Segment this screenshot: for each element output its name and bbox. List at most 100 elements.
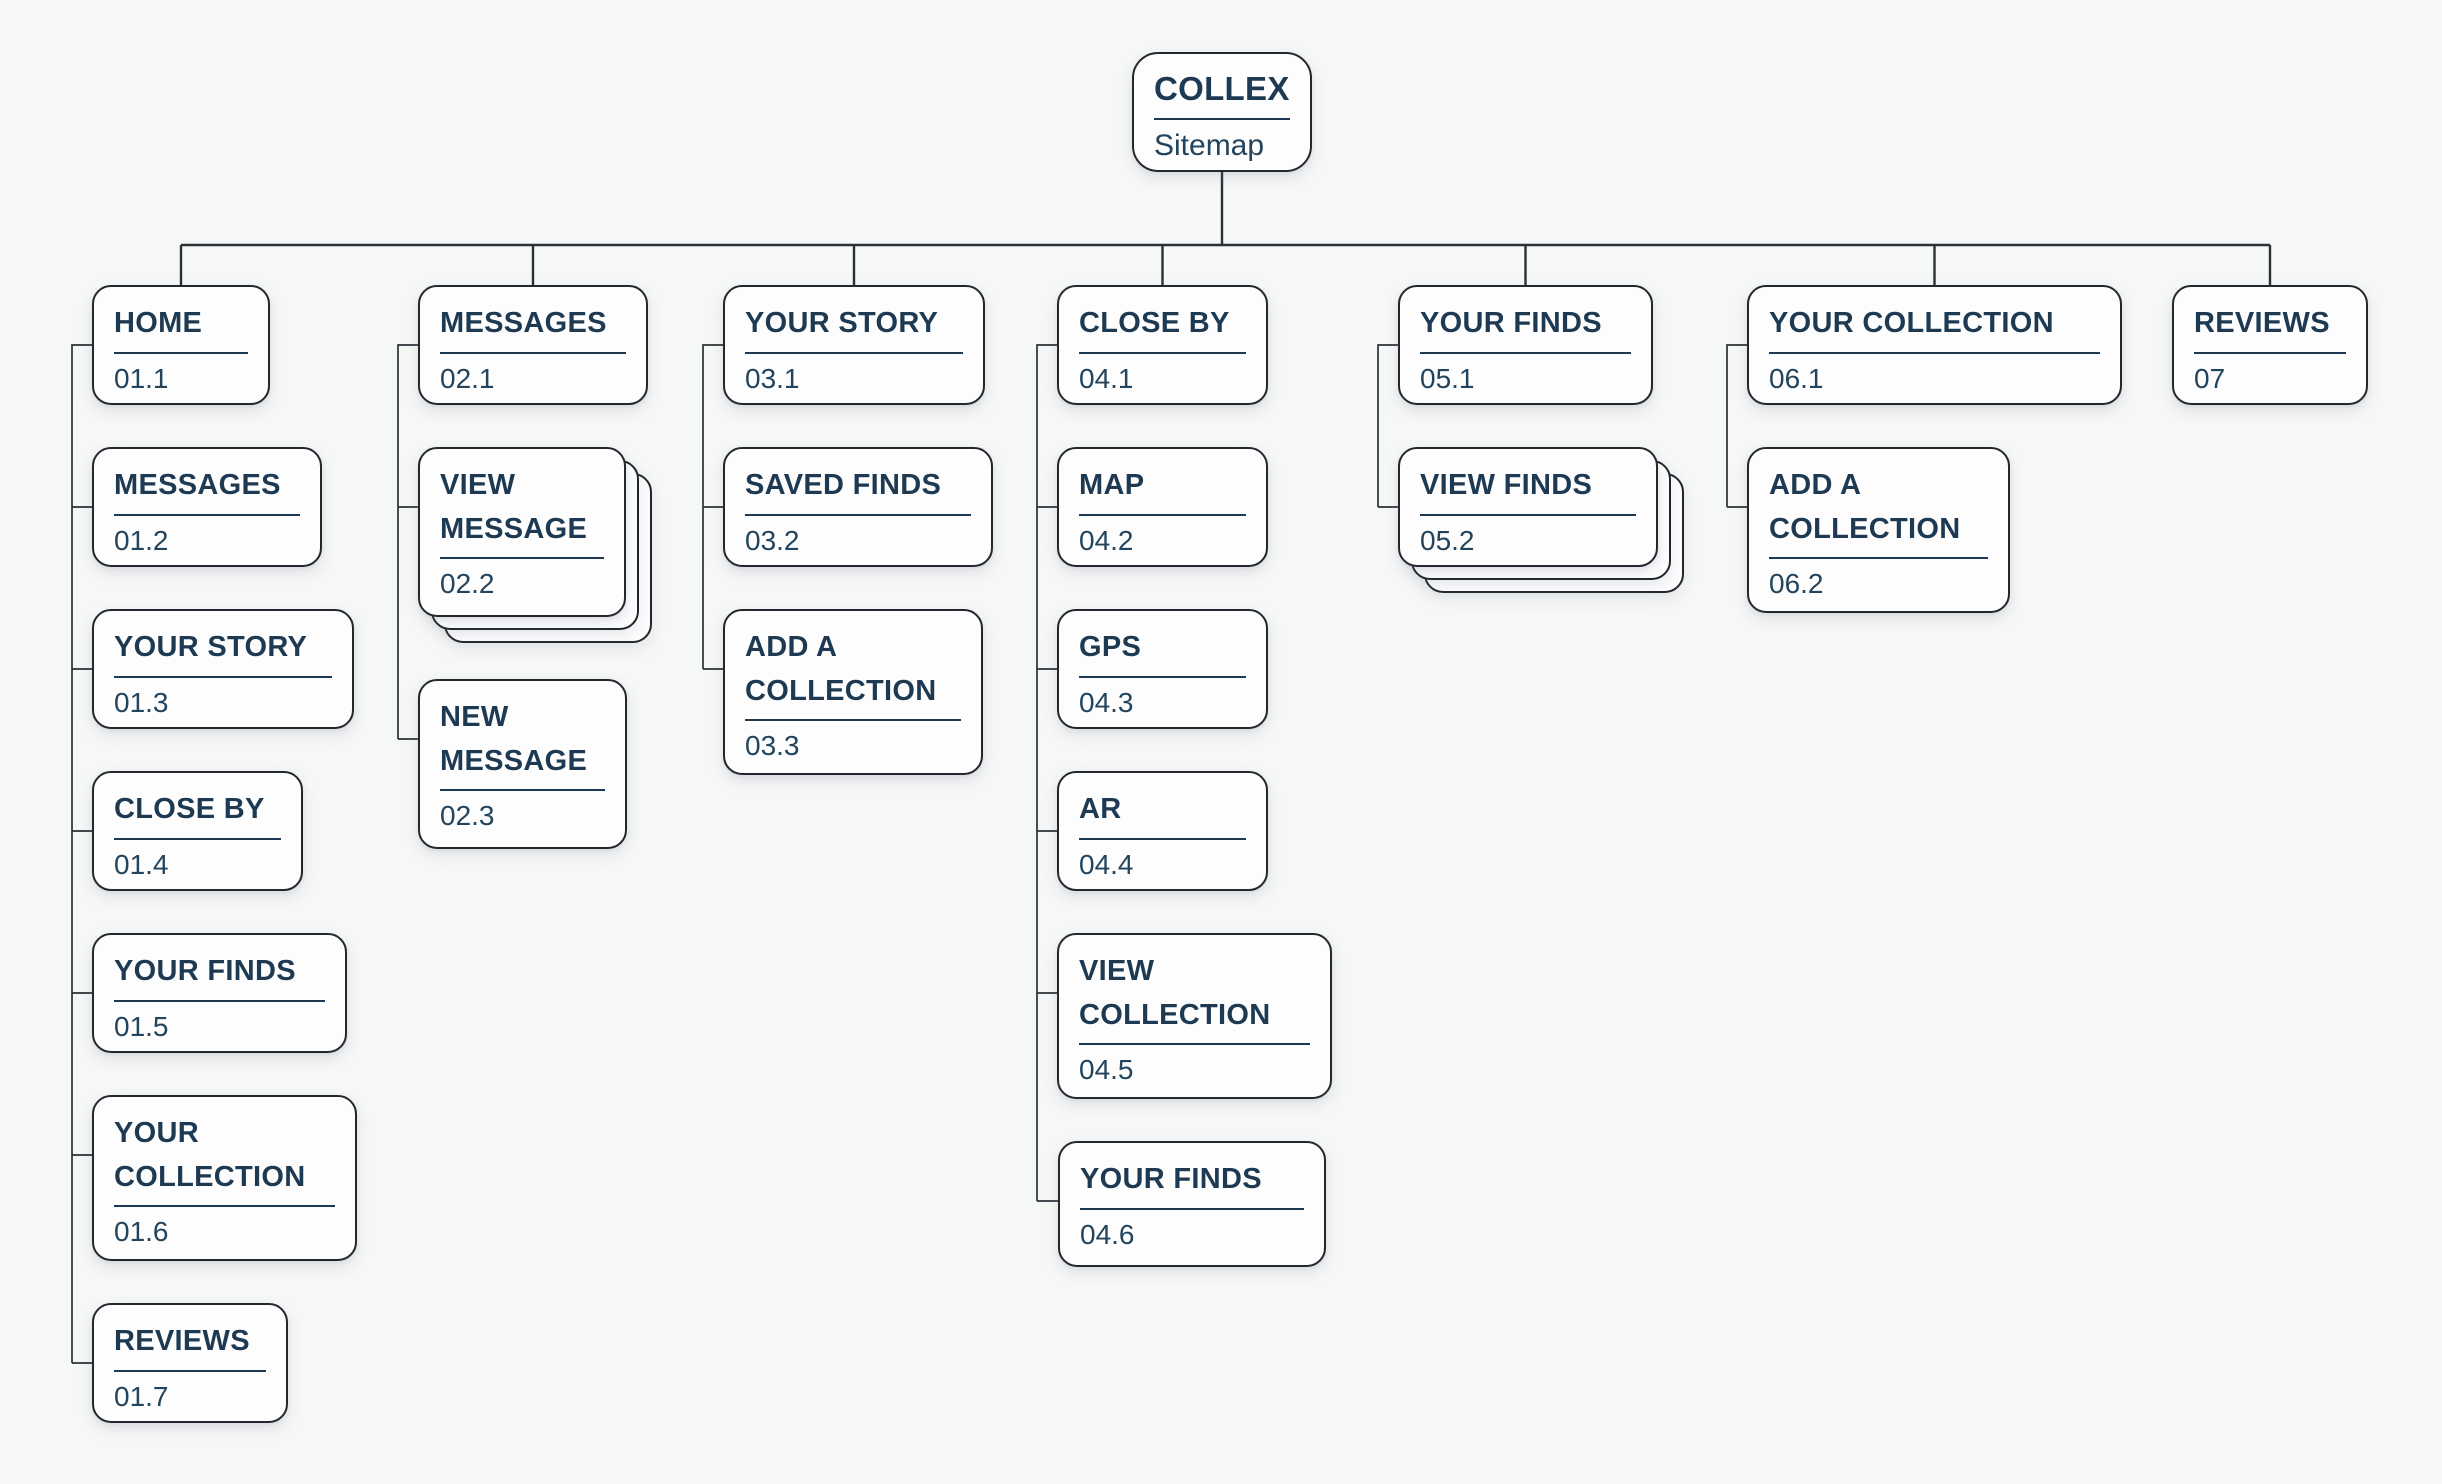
node-title: YOUR COLLECTION [1769,307,2054,339]
node-title: VIEW MESSAGE [440,469,588,545]
title-underline [2194,351,2346,354]
node-card-01-1[interactable]: HOME 01.1 [92,285,270,405]
node-title: GPS [1079,631,1142,663]
node-card-01-2[interactable]: MESSAGES 01.2 [92,447,322,567]
title-underline [114,999,325,1002]
node-code: 01.5 [114,1010,169,1042]
node-card-04-6[interactable]: YOUR FINDS 04.6 [1058,1141,1326,1267]
node-card-01-7[interactable]: REVIEWS 01.7 [92,1303,288,1423]
node-code: 04.1 [1079,362,1134,394]
node-card-07[interactable]: REVIEWS 07 [2172,285,2368,405]
node-card-03-3[interactable]: ADD A COLLECTION 03.3 [723,609,983,775]
node-title: YOUR FINDS [114,955,296,987]
title-underline [114,675,332,678]
title-underline [114,837,281,840]
node-code: 01.4 [114,848,169,880]
title-underline [1769,557,1988,559]
title-underline [1079,837,1246,840]
node-title: SAVED FINDS [745,469,942,501]
node-code: 04.5 [1079,1054,1134,1085]
title-underline [1420,351,1631,354]
title-underline [1080,1207,1304,1210]
title-underline [114,513,300,516]
title-underline [1079,675,1246,678]
node-title: REVIEWS [114,1325,250,1357]
node-card-01-4[interactable]: CLOSE BY 01.4 [92,771,303,891]
node-code: 07 [2194,362,2226,394]
node-title: YOUR FINDS [1080,1163,1262,1195]
node-title: AR [1079,793,1122,825]
node-title: MESSAGES [114,469,281,501]
node-card-01-6[interactable]: YOUR COLLECTION 01.6 [92,1095,357,1261]
node-code: 06.1 [1769,362,1824,394]
node-code: 04.3 [1079,686,1134,718]
node-code: 04.6 [1080,1218,1135,1250]
node-title: REVIEWS [2194,307,2330,339]
node-card-03-2[interactable]: SAVED FINDS 03.2 [723,447,993,567]
node-title: YOUR COLLECTION [114,1117,306,1193]
node-code: 01.7 [114,1380,169,1412]
node-title: CLOSE BY [114,793,265,825]
node-card-04-1[interactable]: CLOSE BY 04.1 [1057,285,1268,405]
title-underline [1079,351,1246,354]
node-card-06-2[interactable]: ADD A COLLECTION 06.2 [1747,447,2010,613]
node-code: 02.3 [440,800,495,831]
node-title: MAP [1079,469,1145,501]
node-card-root[interactable]: COLLEX Sitemap [1132,52,1312,172]
node-card-04-3[interactable]: GPS 04.3 [1057,609,1268,729]
node-title: VIEW COLLECTION [1079,955,1271,1031]
node-card-05-2[interactable]: VIEW FINDS 05.2 [1398,447,1658,567]
node-title: YOUR FINDS [1420,307,1602,339]
node-card-01-5[interactable]: YOUR FINDS 01.5 [92,933,347,1053]
title-underline [114,1369,266,1372]
node-code: 01.6 [114,1216,169,1247]
title-underline [1154,117,1290,120]
node-code: 05.1 [1420,362,1475,394]
root-subtitle: Sitemap [1154,128,1265,162]
node-title: MESSAGES [440,307,607,339]
title-underline [745,351,963,354]
node-code: 04.2 [1079,524,1134,556]
node-card-02-1[interactable]: MESSAGES 02.1 [418,285,648,405]
node-title: YOUR STORY [745,307,939,339]
title-underline [745,513,971,516]
node-code: 03.3 [745,730,800,761]
node-code: 05.2 [1420,524,1475,556]
title-underline [440,557,604,559]
node-code: 01.3 [114,686,169,718]
node-title: ADD A COLLECTION [1769,469,1961,545]
node-card-02-3[interactable]: NEW MESSAGE 02.3 [418,679,627,849]
title-underline [1079,1043,1310,1045]
node-card-05-1[interactable]: YOUR FINDS 05.1 [1398,285,1653,405]
title-underline [1769,351,2100,354]
title-underline [745,719,961,721]
node-title: VIEW FINDS [1420,469,1593,501]
node-card-06-1[interactable]: YOUR COLLECTION 06.1 [1747,285,2122,405]
node-card-02-2[interactable]: VIEW MESSAGE 02.2 [418,447,626,617]
title-underline [1420,513,1636,516]
node-code: 02.2 [440,568,495,599]
title-underline [440,789,605,791]
node-code: 01.2 [114,524,169,556]
title-underline [114,351,248,354]
node-card-01-3[interactable]: YOUR STORY 01.3 [92,609,354,729]
node-code: 03.1 [745,362,800,394]
node-title: ADD A COLLECTION [745,631,937,707]
node-card-04-5[interactable]: VIEW COLLECTION 04.5 [1057,933,1332,1099]
title-underline [1079,513,1246,516]
node-code: 02.1 [440,362,495,394]
node-title: YOUR STORY [114,631,308,663]
node-title: CLOSE BY [1079,307,1230,339]
title-underline [440,351,626,354]
node-title: COLLEX [1154,70,1290,107]
node-code: 01.1 [114,362,169,394]
node-card-04-2[interactable]: MAP 04.2 [1057,447,1268,567]
node-code: 06.2 [1769,568,1824,599]
node-title: NEW MESSAGE [440,701,588,777]
title-underline [114,1205,335,1207]
node-title: HOME [114,307,203,339]
node-card-03-1[interactable]: YOUR STORY 03.1 [723,285,985,405]
node-code: 03.2 [745,524,800,556]
